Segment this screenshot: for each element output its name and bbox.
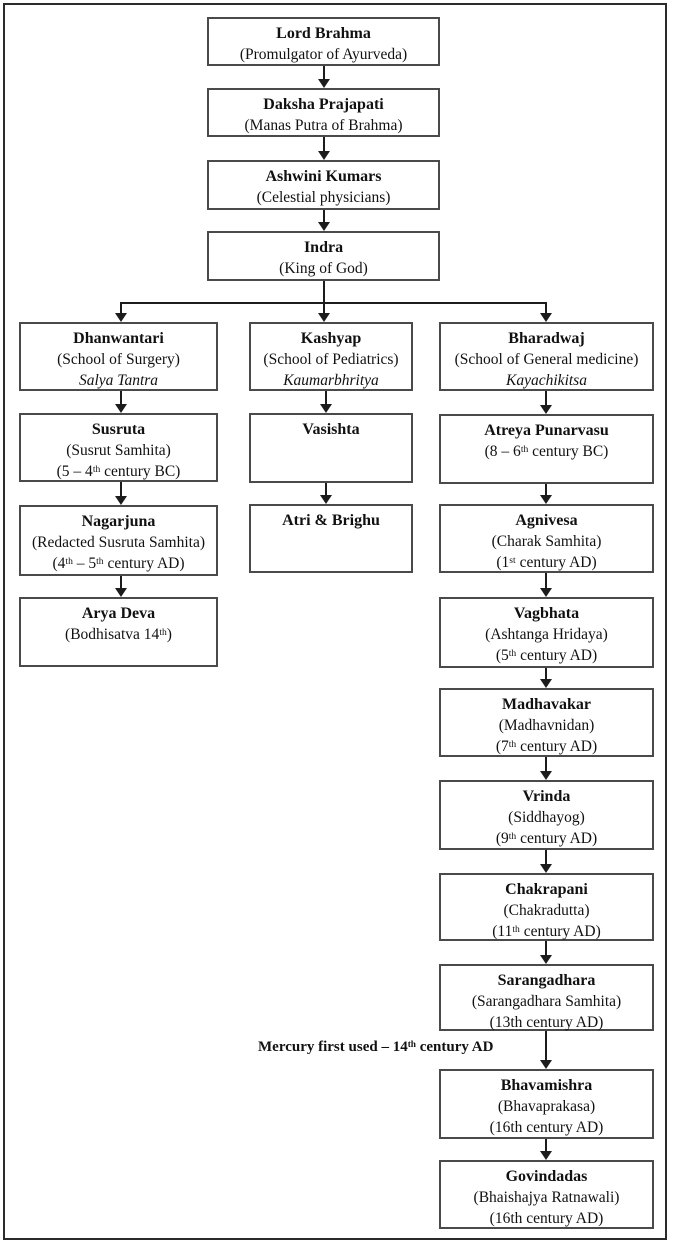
arrow-branch-to-kashyap xyxy=(318,302,330,322)
node-bharadwaj-title: Bharadwaj xyxy=(508,330,585,347)
node-nagarjuna: Nagarjuna (Redacted Susruta Samhita) (4t… xyxy=(19,505,218,576)
node-daksha-prajapati-subtitle: (Manas Putra of Brahma) xyxy=(244,117,403,134)
node-atreya-punarvasu-period: (8 – 6th century BC) xyxy=(484,443,609,460)
node-kashyap-sanskrit: Kaumarbhritya xyxy=(283,372,379,389)
arrow-sarangadhara-to-bhavamishra xyxy=(540,1031,552,1069)
node-vrinda: Vrinda (Siddhayog) (9th century AD) xyxy=(439,780,654,850)
node-lord-brahma-subtitle: (Promulgator of Ayurveda) xyxy=(239,46,408,63)
node-lord-brahma: Lord Brahma (Promulgator of Ayurveda) xyxy=(207,17,440,66)
node-nagarjuna-subtitle: (Redacted Susruta Samhita) xyxy=(31,534,206,551)
node-atreya-punarvasu: Atreya Punarvasu (8 – 6th century BC) xyxy=(439,414,654,484)
arrow-vagbhata-to-madhavakar xyxy=(540,668,552,688)
arrow-susruta-to-nagarjuna xyxy=(115,482,127,505)
node-susruta-period: (5 – 4th century BC) xyxy=(56,463,181,480)
node-ashwini-kumars-title: Ashwini Kumars xyxy=(265,168,382,185)
node-govindadas-period: (16th century AD) xyxy=(489,1210,604,1227)
node-dhanwantari-sanskrit: Salya Tantra xyxy=(78,372,159,389)
node-kashyap: Kashyap (School of Pediatrics) Kaumarbhr… xyxy=(249,322,413,391)
node-bharadwaj: Bharadwaj (School of General medicine) K… xyxy=(439,322,654,391)
node-sarangadhara: Sarangadhara (Sarangadhara Samhita) (13t… xyxy=(439,964,654,1031)
node-agnivesa-period: (1st century AD) xyxy=(496,554,597,571)
node-vrinda-title: Vrinda xyxy=(522,788,571,805)
node-govindadas-title: Govindadas xyxy=(505,1168,588,1185)
node-arya-deva: Arya Deva (Bodhisatva 14th) xyxy=(19,597,218,667)
node-nagarjuna-period: (4th – 5th century AD) xyxy=(52,555,185,572)
node-vagbhata-period: (5th century AD) xyxy=(495,647,598,664)
arrow-chakrapani-to-sarangadhara xyxy=(540,941,552,964)
node-chakrapani-title: Chakrapani xyxy=(505,881,588,898)
node-vrinda-subtitle: (Siddhayog) xyxy=(508,809,585,826)
node-kashyap-title: Kashyap xyxy=(300,330,362,347)
node-chakrapani-period: (11th century AD) xyxy=(492,923,601,940)
node-arya-deva-title: Arya Deva xyxy=(81,605,156,622)
connector-branch-line xyxy=(120,302,547,304)
node-agnivesa: Agnivesa (Charak Samhita) (1st century A… xyxy=(439,504,654,573)
annotation-mercury-first-used: Mercury first used – 14th century AD xyxy=(258,1039,494,1055)
node-ashwini-kumars: Ashwini Kumars (Celestial physicians) xyxy=(207,160,440,210)
arrow-daksha-to-ashwini xyxy=(318,137,330,160)
diagram-frame xyxy=(3,3,667,1240)
arrow-vrinda-to-chakrapani xyxy=(540,850,552,873)
node-susruta-title: Susruta xyxy=(91,421,146,438)
node-sarangadhara-title: Sarangadhara xyxy=(497,972,596,989)
node-dhanwantari: Dhanwantari (School of Surgery) Salya Ta… xyxy=(19,322,218,391)
node-madhavakar-subtitle: (Madhavnidan) xyxy=(498,717,595,734)
arrow-atreya-to-agnivesa xyxy=(540,484,552,504)
arrow-brahma-to-daksha xyxy=(318,66,330,88)
node-vasishta-title: Vasishta xyxy=(302,421,360,438)
node-susruta: Susruta (Susrut Samhita) (5 – 4th centur… xyxy=(19,413,218,482)
node-lord-brahma-title: Lord Brahma xyxy=(276,25,371,42)
node-chakrapani: Chakrapani (Chakradutta) (11th century A… xyxy=(439,873,654,941)
arrow-branch-to-bharadwaj xyxy=(540,302,552,322)
node-vagbhata-title: Vagbhata xyxy=(513,605,580,622)
node-bhavamishra: Bhavamishra (Bhavaprakasa) (16th century… xyxy=(439,1069,654,1139)
node-bharadwaj-sanskrit: Kayachikitsa xyxy=(506,372,587,389)
node-agnivesa-title: Agnivesa xyxy=(515,512,578,529)
node-vagbhata: Vagbhata (Ashtanga Hridaya) (5th century… xyxy=(439,597,654,668)
arrow-bharadwaj-to-atreya xyxy=(540,391,552,414)
arrow-kashyap-to-vasishta xyxy=(320,391,332,413)
node-agnivesa-subtitle: (Charak Samhita) xyxy=(491,533,602,550)
node-sarangadhara-subtitle: (Sarangadhara Samhita) xyxy=(471,993,622,1010)
node-vagbhata-subtitle: (Ashtanga Hridaya) xyxy=(485,626,608,643)
node-atri-brighu: Atri & Brighu xyxy=(249,504,413,573)
connector-indra-stub xyxy=(323,281,325,303)
node-daksha-prajapati-title: Daksha Prajapati xyxy=(263,96,384,113)
node-govindadas-subtitle: (Bhaishajya Ratnawali) xyxy=(473,1189,620,1206)
node-nagarjuna-title: Nagarjuna xyxy=(81,513,156,530)
arrow-ashwini-to-indra xyxy=(318,210,330,231)
node-kashyap-subtitle: (School of Pediatrics) xyxy=(263,351,399,368)
node-sarangadhara-period: (13th century AD) xyxy=(489,1014,604,1031)
node-dhanwantari-subtitle: (School of Surgery) xyxy=(57,351,180,368)
node-vasishta: Vasishta xyxy=(249,413,413,483)
node-atreya-punarvasu-title: Atreya Punarvasu xyxy=(484,422,609,439)
node-ashwini-kumars-subtitle: (Celestial physicians) xyxy=(256,189,391,206)
arrow-branch-to-dhanwantari xyxy=(115,302,127,322)
node-govindadas: Govindadas (Bhaishajya Ratnawali) (16th … xyxy=(439,1160,654,1229)
node-bhavamishra-title: Bhavamishra xyxy=(500,1077,593,1094)
node-bharadwaj-subtitle: (School of General medicine) xyxy=(454,351,639,368)
node-vrinda-period: (9th century AD) xyxy=(495,830,598,847)
arrow-madhavakar-to-vrinda xyxy=(540,757,552,780)
node-dhanwantari-title: Dhanwantari xyxy=(73,330,164,347)
node-indra-subtitle: (King of God) xyxy=(279,260,368,277)
arrow-bhavamishra-to-govindadas xyxy=(540,1139,552,1160)
arrow-dhanwantari-to-susruta xyxy=(115,391,127,413)
arrow-nagarjuna-to-arya-deva xyxy=(115,576,127,597)
node-bhavamishra-subtitle: (Bhavaprakasa) xyxy=(497,1098,596,1115)
node-daksha-prajapati: Daksha Prajapati (Manas Putra of Brahma) xyxy=(207,88,440,137)
arrow-agnivesa-to-vagbhata xyxy=(540,573,552,597)
node-madhavakar: Madhavakar (Madhavnidan) (7th century AD… xyxy=(439,688,654,757)
node-bhavamishra-period: (16th century AD) xyxy=(489,1119,604,1136)
node-arya-deva-subtitle: (Bodhisatva 14th) xyxy=(65,626,172,643)
node-susruta-subtitle: (Susrut Samhita) xyxy=(66,442,171,459)
node-madhavakar-period: (7th century AD) xyxy=(495,738,598,755)
node-chakrapani-subtitle: (Chakradutta) xyxy=(503,902,590,919)
node-indra: Indra (King of God) xyxy=(207,231,440,281)
arrow-vasishta-to-atri-brighu xyxy=(320,483,332,504)
node-madhavakar-title: Madhavakar xyxy=(502,696,591,713)
node-atri-brighu-title: Atri & Brighu xyxy=(282,512,380,529)
node-indra-title: Indra xyxy=(303,239,344,256)
